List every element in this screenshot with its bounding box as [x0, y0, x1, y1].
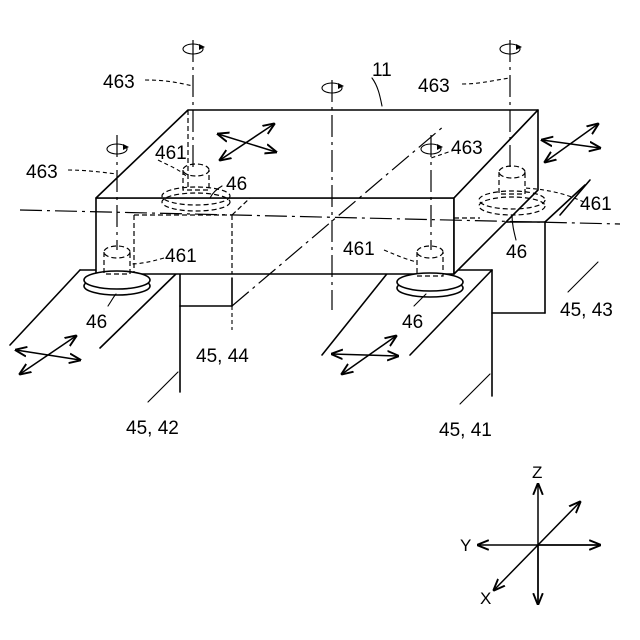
label-45-44: 45, 44: [196, 346, 249, 367]
label-46-right: 46: [506, 242, 527, 263]
coordinate-axes: [478, 484, 600, 604]
label-45-43: 45, 43: [560, 300, 613, 321]
label-11: 11: [372, 60, 392, 81]
stage-44: [180, 278, 232, 330]
label-45-42: 45, 42: [126, 418, 179, 439]
axis-label-x: X: [480, 589, 491, 608]
label-463-left: 463: [26, 162, 58, 183]
label-461-mid: 461: [343, 239, 375, 260]
label-463-mid: 463: [451, 138, 483, 159]
label-463-tl: 463: [103, 72, 135, 93]
label-463-tr: 463: [418, 76, 450, 97]
label-46-mid: 46: [402, 312, 423, 333]
label-461-tl: 461: [155, 143, 187, 164]
rotate-icon-left: [107, 144, 129, 154]
label-46-tl: 46: [226, 174, 247, 195]
label-461-right: 461: [580, 194, 612, 215]
label-46-left: 46: [86, 312, 107, 333]
rotate-icon-tr: [500, 44, 522, 54]
label-45-41: 45, 41: [439, 420, 492, 441]
label-461-left: 461: [165, 246, 197, 267]
axis-label-y: Y: [460, 536, 471, 555]
rotate-icon-tl: [183, 44, 205, 54]
axis-label-z: Z: [532, 463, 542, 482]
rotate-icon-mid: [322, 83, 344, 93]
